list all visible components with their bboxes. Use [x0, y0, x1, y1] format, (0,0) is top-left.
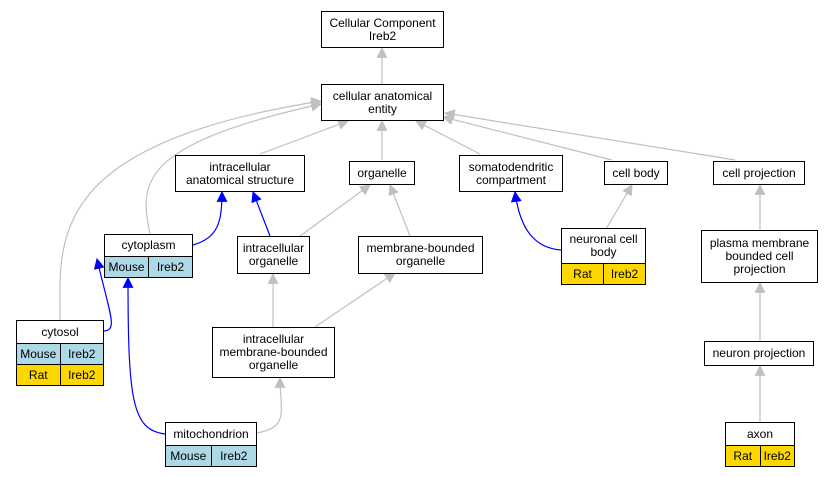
- edge-intraorg-ias: [251, 190, 271, 237]
- node-label-line1: intracellular: [242, 241, 305, 255]
- node-label-line1: cytoplasm: [121, 238, 176, 252]
- edge-cytosol-cytoplasm: [93, 257, 112, 332]
- edge-mito-cytoplasm: [122, 276, 166, 435]
- node-label-line1: cytosol: [41, 324, 79, 339]
- node-label-line2: membrane-bounded: [219, 345, 328, 359]
- node-label-line1: somatodendritic: [468, 159, 554, 174]
- node-cytosol[interactable]: cytosol Mouse Ireb2 Rat Ireb2: [16, 320, 104, 386]
- node-label-line2: Ireb2: [368, 28, 397, 43]
- node-label-line1: cellular anatomical: [332, 88, 433, 103]
- species-rat-cell: Rat: [726, 446, 760, 466]
- edge-neuronal-cellbody: [605, 184, 633, 230]
- edge-cytosol-cae: [59, 97, 323, 321]
- species-rat-cell: Rat: [562, 264, 603, 284]
- node-cytoplasm[interactable]: cytoplasm Mouse Ireb2: [104, 234, 193, 278]
- gene-cell: Ireb2: [603, 264, 645, 284]
- edge-mbo-organelle: [388, 183, 411, 237]
- node-axon[interactable]: axon Rat Ireb2: [725, 422, 795, 467]
- species-rat-cell: Rat: [17, 365, 60, 385]
- annotation-row-mouse: Mouse Ireb2: [17, 343, 103, 364]
- edge-somato-cae: [415, 120, 481, 155]
- edge-cytoplasm-cae: [145, 100, 323, 235]
- node-label-line1: intracellular: [242, 332, 305, 346]
- annotation-row: Mouse Ireb2: [105, 256, 192, 277]
- node-label-line1: plasma membrane: [709, 236, 810, 250]
- edge-cellbody-cae: [441, 114, 613, 161]
- node-label-line3: projection: [733, 262, 786, 276]
- edge-ias-cae: [259, 119, 350, 155]
- node-label-line1: axon: [746, 426, 774, 441]
- node-neuron-projection[interactable]: neuron projection: [704, 341, 814, 366]
- node-label-line2: body: [590, 245, 617, 259]
- annotation-row: Rat Ireb2: [726, 445, 794, 466]
- node-label-line1: neuron projection: [712, 346, 806, 360]
- edge-cytoplasm-ias: [192, 190, 228, 246]
- gene-cell: Ireb2: [759, 446, 794, 466]
- node-label-line2: anatomical structure: [185, 172, 295, 187]
- node-label-line1: membrane-bounded: [366, 241, 475, 255]
- edge-mito-imbo: [255, 376, 286, 434]
- node-label-line1: neuronal cell: [569, 232, 638, 246]
- species-mouse-cell: Mouse: [166, 446, 211, 466]
- gene-cell: Ireb2: [59, 365, 103, 385]
- annotation-row: Rat Ireb2: [562, 263, 645, 284]
- gene-cell: Ireb2: [210, 446, 256, 466]
- species-mouse-cell: Mouse: [17, 344, 60, 364]
- node-label-line3: organelle: [248, 358, 299, 372]
- node-label-line1: organelle: [357, 165, 407, 180]
- edge-imbo-mbo: [314, 272, 396, 328]
- node-label-line2: organelle: [248, 254, 299, 268]
- node-cell-projection[interactable]: cell projection: [713, 161, 805, 185]
- gene-cell: Ireb2: [59, 344, 103, 364]
- node-label-line2: organelle: [395, 254, 446, 268]
- edge-cellproj-cae: [443, 109, 736, 161]
- node-label-line1: intracellular: [209, 159, 271, 174]
- node-label-line1: Cellular Component: [329, 15, 436, 30]
- gene-cell: Ireb2: [148, 257, 192, 277]
- annotation-row: Mouse Ireb2: [166, 445, 256, 466]
- node-label-line2: bounded cell: [725, 249, 794, 263]
- node-label-line1: cell projection: [722, 165, 796, 180]
- edge-neuronal-somato: [510, 190, 562, 251]
- node-label-line1: mitochondrion: [173, 426, 249, 441]
- node-label-line2: entity: [368, 101, 397, 116]
- species-mouse-cell: Mouse: [105, 257, 148, 277]
- node-label-line2: compartment: [475, 172, 547, 187]
- edge-intraorg-organelle: [299, 184, 371, 237]
- node-label-line1: cell body: [612, 165, 660, 180]
- node-organelle[interactable]: organelle: [349, 161, 415, 185]
- annotation-row-rat: Rat Ireb2: [17, 364, 103, 385]
- node-cell-body[interactable]: cell body: [604, 161, 668, 185]
- node-mitochondrion[interactable]: mitochondrion Mouse Ireb2: [165, 422, 257, 467]
